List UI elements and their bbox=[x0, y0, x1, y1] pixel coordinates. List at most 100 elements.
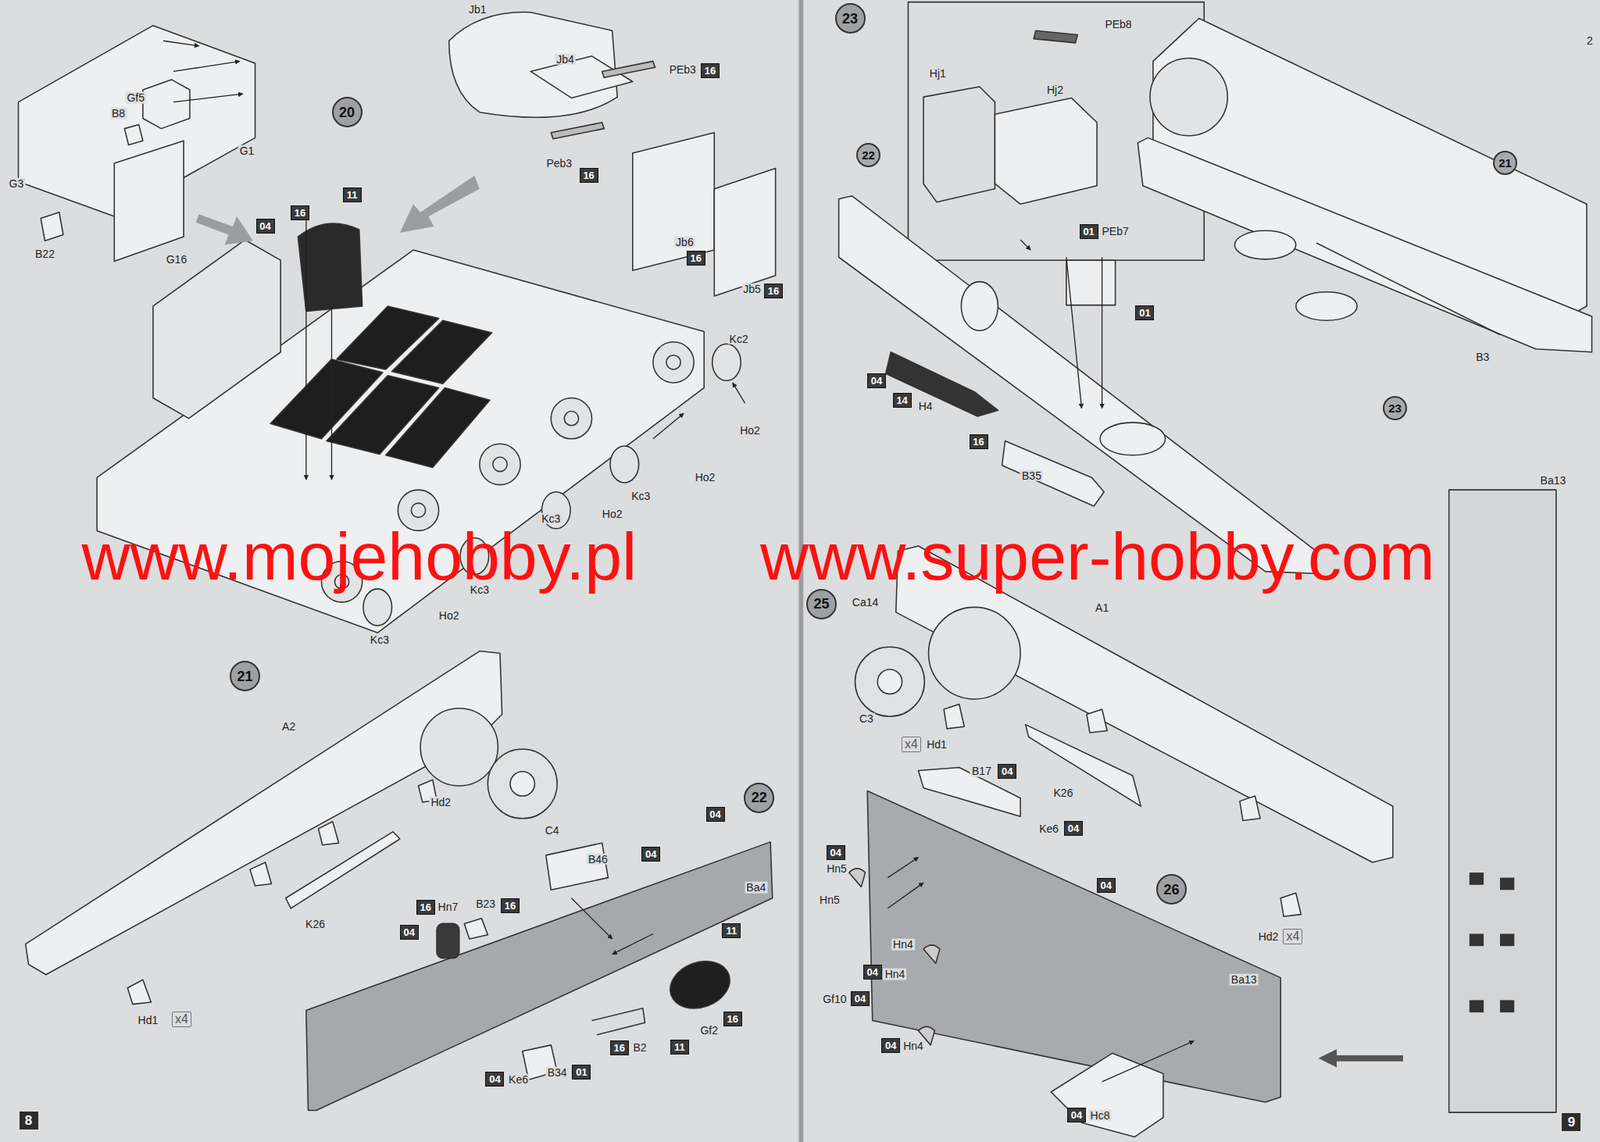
paint-code-box: 04 bbox=[1096, 878, 1116, 893]
part-number: Gf2 bbox=[698, 1025, 720, 1037]
part-number: Hn4 bbox=[883, 968, 908, 981]
reference-circle: 23 bbox=[1382, 396, 1408, 421]
paint-code: 16 bbox=[614, 1042, 625, 1054]
paint-code: 04 bbox=[709, 809, 721, 820]
part-number: Kc3 bbox=[368, 634, 391, 647]
paint-code-box: 16 bbox=[723, 1011, 743, 1027]
step-number: 22 bbox=[751, 790, 768, 805]
part-number: Ke6 bbox=[1037, 822, 1061, 835]
paint-code: 16 bbox=[690, 253, 702, 264]
part-number: B46 bbox=[586, 853, 610, 865]
paint-code-box: 16 bbox=[579, 167, 599, 183]
quantity: x4 bbox=[904, 738, 918, 751]
part-number: B34 bbox=[546, 1066, 569, 1079]
paint-code-box: 16 bbox=[969, 434, 989, 450]
paint-code: 04 bbox=[1001, 766, 1013, 777]
paint-code-box: 04 bbox=[1064, 821, 1083, 836]
paint-code: 04 bbox=[1067, 823, 1079, 834]
paint-code-box: 04 bbox=[826, 845, 846, 861]
part-number: K26 bbox=[303, 918, 327, 931]
part-number: Hn4 bbox=[901, 1039, 925, 1052]
page-number: 8 bbox=[25, 1114, 33, 1128]
reference-circle: 22 bbox=[856, 142, 881, 168]
paint-code-box: 16 bbox=[500, 898, 520, 914]
part-number: PEb3 bbox=[667, 63, 698, 75]
step-number: 26 bbox=[1163, 882, 1179, 897]
part-number: G16 bbox=[164, 253, 189, 265]
quantity-box: x4 bbox=[901, 736, 922, 753]
part-number: Ca14 bbox=[850, 596, 880, 608]
part-number: B3 bbox=[1474, 351, 1491, 364]
part-number: PEb7 bbox=[1100, 225, 1130, 238]
part-number: Ba4 bbox=[744, 882, 768, 894]
page-number: 9 bbox=[1567, 1115, 1575, 1129]
paint-code-box: 04 bbox=[400, 925, 419, 940]
paint-code: 11 bbox=[674, 1042, 686, 1053]
paint-code-box: 16 bbox=[764, 283, 783, 299]
paint-code: 04 bbox=[854, 993, 866, 1004]
part-number: K26 bbox=[1052, 787, 1075, 800]
step-circle: 20 bbox=[332, 96, 363, 128]
step-circle: 23 bbox=[835, 3, 866, 34]
paint-code: 01 bbox=[575, 1067, 587, 1078]
paint-code: 04 bbox=[403, 927, 415, 938]
part-number: Hj2 bbox=[1045, 84, 1065, 97]
paint-code: 16 bbox=[294, 207, 306, 218]
page-number-box: 8 bbox=[19, 1111, 39, 1130]
paint-code: 16 bbox=[767, 285, 779, 297]
paint-code-box: 04 bbox=[485, 1071, 504, 1087]
part-number: B17 bbox=[970, 765, 993, 778]
part-number: B23 bbox=[474, 898, 497, 911]
paint-code: 16 bbox=[704, 65, 716, 76]
step-circle: 22 bbox=[743, 782, 775, 814]
paint-code: 11 bbox=[346, 189, 358, 200]
watermark: www.super-hobby.com bbox=[760, 522, 1436, 590]
paint-code: 11 bbox=[726, 925, 738, 936]
paint-code: 16 bbox=[582, 170, 594, 181]
paint-code-box: 04 bbox=[881, 1038, 900, 1054]
paint-code-box: 16 bbox=[686, 250, 706, 266]
paint-code-box: 04 bbox=[641, 846, 661, 862]
paint-code-box: 16 bbox=[700, 63, 720, 79]
quantity-box: x4 bbox=[1282, 928, 1303, 945]
paint-code-box: 11 bbox=[670, 1039, 690, 1055]
part-number: Hn5 bbox=[825, 862, 849, 875]
part-number: H4 bbox=[917, 400, 935, 412]
paint-code-box: 04 bbox=[867, 373, 886, 389]
paint-code-box: 01 bbox=[571, 1064, 591, 1080]
part-number: Ho2 bbox=[693, 471, 718, 484]
part-number: Hn4 bbox=[891, 939, 915, 951]
paint-code: 16 bbox=[972, 436, 984, 447]
part-number: Hn7 bbox=[436, 901, 461, 914]
paint-code-box: 16 bbox=[610, 1040, 629, 1056]
part-number: Ho2 bbox=[437, 609, 461, 622]
part-number: Hj1 bbox=[928, 67, 948, 80]
part-number: Hd1 bbox=[925, 739, 949, 751]
part-number: Hd2 bbox=[1257, 931, 1281, 943]
paint-code-box: 16 bbox=[416, 900, 436, 915]
paint-code-box: 04 bbox=[850, 991, 870, 1007]
step-number: 21 bbox=[1498, 157, 1512, 169]
paint-code: 16 bbox=[504, 900, 516, 911]
part-number: Ba13 bbox=[1229, 974, 1259, 986]
paint-code-box: 11 bbox=[721, 923, 741, 939]
paint-code-box: 14 bbox=[892, 392, 912, 408]
paint-code-box: 04 bbox=[256, 218, 275, 234]
step-number: 23 bbox=[842, 11, 858, 26]
part-number: G1 bbox=[238, 145, 257, 158]
part-number: Ho2 bbox=[738, 425, 762, 437]
part-number: A2 bbox=[280, 721, 297, 733]
quantity: x4 bbox=[175, 1013, 189, 1026]
paint-code: 04 bbox=[645, 849, 657, 860]
part-number: 2 bbox=[1585, 35, 1595, 47]
paint-code-box: 04 bbox=[863, 964, 883, 980]
paint-code: 04 bbox=[1100, 880, 1112, 891]
step-number: 20 bbox=[339, 105, 355, 120]
part-number: Jb5 bbox=[741, 282, 763, 295]
paint-code: 04 bbox=[259, 221, 271, 232]
paint-code: 04 bbox=[489, 1074, 500, 1085]
paint-code-box: 04 bbox=[997, 764, 1017, 779]
paint-code-box: 04 bbox=[706, 807, 725, 822]
paint-code: 04 bbox=[867, 967, 879, 978]
part-number: Gf5 bbox=[125, 92, 147, 104]
